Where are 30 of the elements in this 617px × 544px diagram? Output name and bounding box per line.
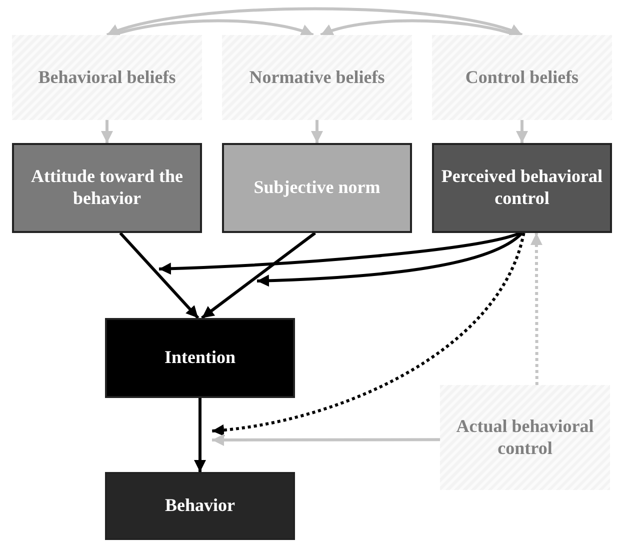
box-label: Actual behavioral control — [455, 416, 595, 460]
arrow — [212, 232, 526, 436]
arrow — [194, 398, 206, 472]
box-label: Behavior — [165, 495, 235, 517]
arrow — [101, 120, 113, 143]
box-label: Control beliefs — [465, 66, 579, 88]
process-box — [105, 318, 295, 398]
process-box — [432, 143, 612, 233]
arrow — [212, 434, 440, 446]
hatched-box — [440, 385, 610, 490]
arrow — [516, 120, 528, 143]
arrow — [119, 232, 200, 320]
arrow — [530, 233, 542, 385]
process-box — [105, 472, 295, 540]
box-label: Intention — [164, 347, 236, 369]
box-label: Attitude toward the behavior — [30, 166, 184, 210]
process-box — [12, 143, 202, 233]
hatched-box — [432, 35, 612, 120]
box-label: Subjective norm — [254, 177, 380, 199]
arrow — [201, 232, 316, 320]
box-label: Normative beliefs — [249, 66, 385, 88]
arrow — [256, 232, 523, 287]
arrow — [311, 120, 323, 143]
box-label: Behavioral beliefs — [38, 66, 176, 88]
process-box — [222, 143, 412, 233]
box-label: Perceived behavioral control — [440, 166, 604, 210]
hatched-box — [12, 35, 202, 120]
arrow — [106, 7, 523, 37]
hatched-box — [222, 35, 412, 120]
arrow — [158, 232, 521, 275]
